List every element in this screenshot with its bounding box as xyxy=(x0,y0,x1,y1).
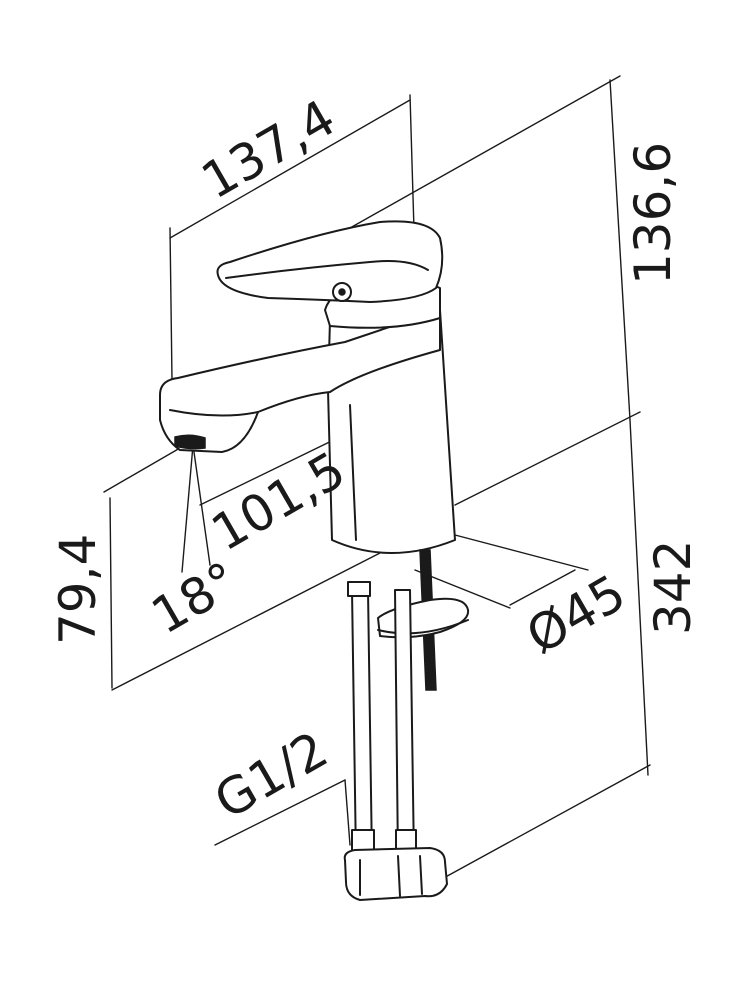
thread-g12-label: G1/2 xyxy=(205,721,337,831)
dimension-101-label: 101,5 xyxy=(202,441,355,563)
mounting-hardware xyxy=(343,549,470,901)
angle-18-label: 18° xyxy=(142,551,248,646)
dimension-137-label: 137,4 xyxy=(192,89,345,211)
diameter-45-label: Ø45 xyxy=(517,564,635,666)
faucet-body xyxy=(159,220,456,554)
dimension-lines xyxy=(103,75,651,881)
dimension-79-label: 79,4 xyxy=(49,534,107,645)
dimension-342-label: 342 xyxy=(644,540,702,635)
dimension-136-label: 136,6 xyxy=(624,142,682,285)
